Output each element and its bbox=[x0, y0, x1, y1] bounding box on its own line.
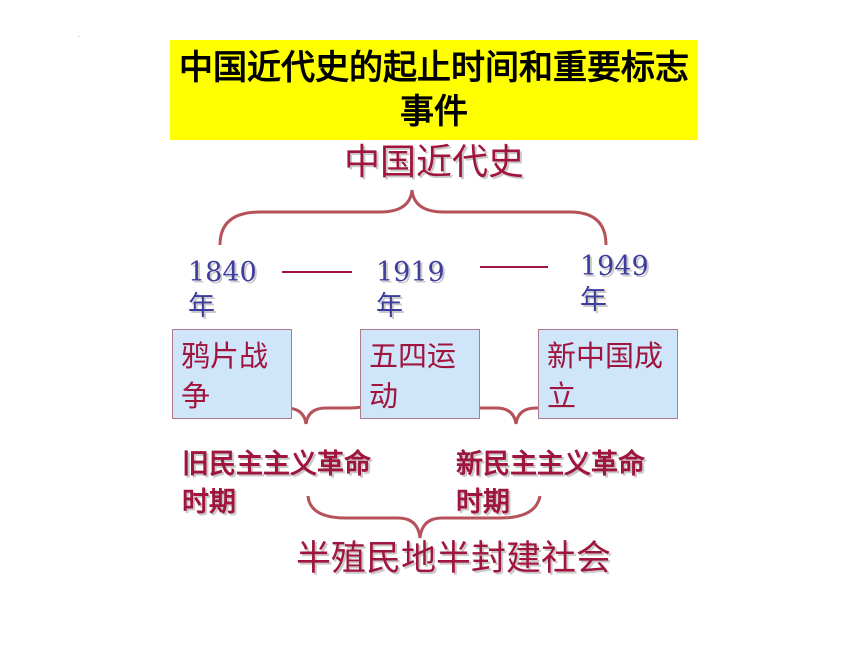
page-title: 中国近代史的起止时间和重要标志事件 bbox=[170, 40, 698, 140]
period-new-democratic: 新民主主义革命时期 bbox=[456, 449, 645, 518]
period-old-democratic: 旧民主主义革命时期 bbox=[182, 449, 371, 518]
event-opium-war: 鸦片战争 bbox=[172, 329, 292, 419]
decorative-dot: . bbox=[78, 32, 80, 39]
main-label: 中国近代史 bbox=[344, 142, 525, 183]
top-brace bbox=[218, 189, 608, 246]
event-new-china: 新中国成立 bbox=[538, 329, 678, 419]
society-label: 半殖民地半封建社会 bbox=[296, 539, 612, 579]
event-may-fourth: 五四运动 bbox=[360, 329, 480, 419]
brace-society bbox=[306, 495, 542, 539]
